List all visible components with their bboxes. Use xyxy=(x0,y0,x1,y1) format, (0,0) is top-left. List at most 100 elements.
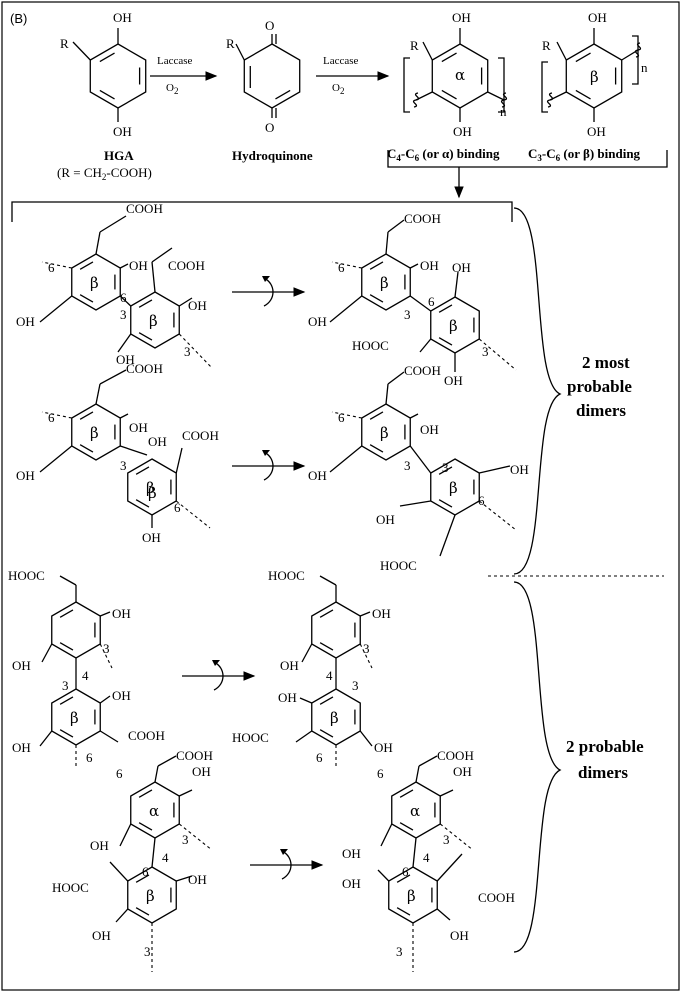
d4-ch2-b xyxy=(109,861,129,882)
d1-dash-a xyxy=(41,261,72,269)
d4r-pos6-a: 6 xyxy=(377,766,384,781)
d4-oh-b-bond xyxy=(176,875,193,882)
d4r-cooh-b: COOH xyxy=(478,890,515,905)
ring-double-bond xyxy=(369,411,384,420)
d4r-pos6-b: 6 xyxy=(402,864,409,879)
beta-bracket-left xyxy=(541,61,548,113)
d4r-ch2-a2 xyxy=(418,755,438,767)
d4-cooh-a: COOH xyxy=(176,748,213,763)
dimer-bracket xyxy=(11,201,513,222)
alpha-r-bond xyxy=(422,41,433,61)
d1-cooh-b: COOH xyxy=(168,258,205,273)
ring-greek-label: β xyxy=(90,274,99,292)
alpha-ring-label: α xyxy=(455,66,465,84)
d2r-oh-a2: OH xyxy=(308,468,327,483)
d3-rotation-arrow-head xyxy=(243,671,256,681)
alpha-binding-label: C4-C6 (or α) binding xyxy=(387,146,500,163)
alpha-top-oh: OH xyxy=(452,10,471,25)
ring-double-bond xyxy=(59,729,74,738)
ring-double-bond xyxy=(369,444,384,453)
d1-oh-a2-bond xyxy=(39,295,73,323)
d2r-cooh-b: HOOC xyxy=(380,558,417,573)
d3-pos3-b: 3 xyxy=(62,678,69,693)
ring-double-bond xyxy=(399,822,414,831)
quinone-r-bond xyxy=(235,43,245,61)
d1r-ch2-b xyxy=(419,338,432,353)
ring-greek-label: β xyxy=(449,479,458,497)
ring-double-bond xyxy=(369,261,384,270)
d3-pos6-b: 6 xyxy=(86,750,93,765)
hga-name: HGA xyxy=(104,148,134,163)
d1-ch2-b2 xyxy=(151,247,173,263)
ring-double-bond xyxy=(79,444,94,453)
d4r-oh-a2-bond xyxy=(380,823,393,847)
d1r-biaryl xyxy=(409,295,432,312)
ring-double-bond xyxy=(59,609,74,618)
d2r-pos3-a: 3 xyxy=(404,458,411,473)
d2-dash-a xyxy=(41,411,72,419)
d3r-oh-b-bond xyxy=(299,697,313,704)
d3r-ch2-a2 xyxy=(319,575,337,586)
ring-greek-label: α xyxy=(410,802,420,820)
oxygen-label-1: O2 xyxy=(166,82,178,96)
panel-label: (B) xyxy=(10,11,27,26)
d4r-ch2-b xyxy=(436,853,463,882)
d2-oh-a2: OH xyxy=(16,468,35,483)
beta-substituent: R xyxy=(542,38,551,53)
ring-greek-label: β xyxy=(149,312,158,330)
d1r-dash-a xyxy=(331,261,362,269)
d4-ch2-a xyxy=(154,765,159,783)
d3r-pos3-a: 3 xyxy=(363,641,370,656)
alpha-bracket-left xyxy=(403,57,410,113)
d2-oh-b-top: OH xyxy=(148,434,167,449)
d1-oh-b: OH xyxy=(188,298,207,313)
d2-ring-b-lbl-extra: β xyxy=(148,484,157,502)
probable-line-1: 2 probable xyxy=(566,737,644,756)
ring-greek-label: β xyxy=(449,317,458,335)
d4-oh-a2-bond xyxy=(119,823,132,847)
d3r-cooh-b: HOOC xyxy=(232,730,269,745)
ring-double-bond xyxy=(575,52,591,63)
d1r-ch2-a xyxy=(385,231,389,255)
d3r-oh-a2: OH xyxy=(280,658,299,673)
ring-double-bond xyxy=(441,89,457,100)
d2r-pos3-b: 3 xyxy=(442,460,449,475)
d2r-cooh-a: COOH xyxy=(404,363,441,378)
d4-rotation-arrow-head xyxy=(311,860,324,870)
ring-double-bond xyxy=(79,294,94,303)
d1-pos6-b: 6 xyxy=(120,290,127,305)
d4-cooh-b: HOOC xyxy=(52,880,89,895)
d2-rotation-arrow-head xyxy=(293,461,306,471)
d1r-dash-b xyxy=(478,338,517,371)
d4-pos6-a: 6 xyxy=(116,766,123,781)
most-probable-line-1: 2 most xyxy=(582,353,630,372)
ring-double-bond xyxy=(99,52,115,63)
dimer-labels: ββCOOHOHOH63COOHOHOH36ββCOOHOHOH63OHHOOC… xyxy=(8,201,529,959)
d1-oh-a: OH xyxy=(129,258,148,273)
d1r-oh-a-bond xyxy=(409,263,419,269)
d2-cooh-a: COOH xyxy=(126,361,163,376)
d2r-ch2-b xyxy=(439,514,456,557)
d2r-oh-a-bond xyxy=(409,413,419,419)
d1r-pos3-b: 3 xyxy=(482,344,489,359)
d2r-oh-a: OH xyxy=(420,422,439,437)
d1-pos3-a: 3 xyxy=(120,307,127,322)
ring-double-bond xyxy=(319,729,334,738)
hga-substituent: R xyxy=(60,36,69,51)
rotation-curve-head xyxy=(212,660,220,666)
beta-bottom-oh: OH xyxy=(587,124,606,139)
d2r-biaryl xyxy=(409,445,432,474)
rotation-curve-head xyxy=(262,276,270,282)
d3r-oh-a2-bond xyxy=(301,643,313,663)
arrow-to-dimers-head xyxy=(454,186,464,199)
ring-greek-label: β xyxy=(146,479,155,497)
brace-probable xyxy=(513,581,562,953)
d3-cooh-a: HOOC xyxy=(8,568,45,583)
rotation-curve-head xyxy=(280,849,288,855)
d4r-pos3-b: 3 xyxy=(396,944,403,959)
d3-oh-a-bond xyxy=(100,611,111,617)
laccase-label-1: Laccase xyxy=(157,55,193,67)
beta-r-bond xyxy=(556,41,567,61)
